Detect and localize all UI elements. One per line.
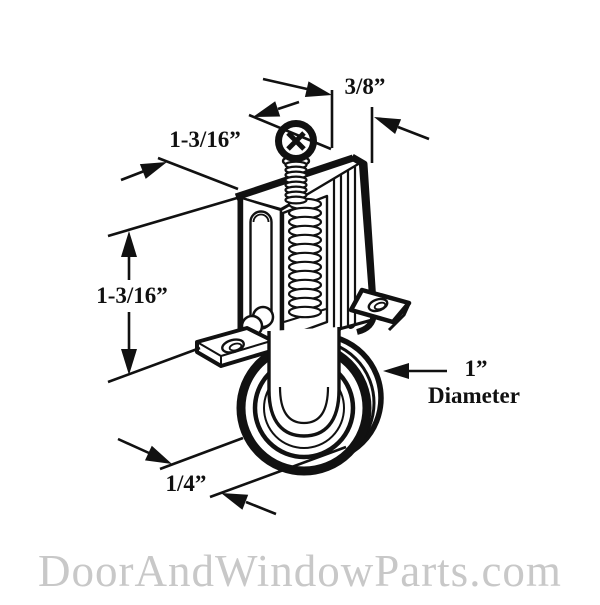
watermark: DoorAndWindowParts.com: [38, 546, 562, 596]
dim-label-top-width: 3/8”: [345, 74, 386, 99]
dimension-housing-depth: 1-3/16”: [120, 100, 332, 191]
fork-outline: [267, 327, 341, 438]
coil-spring: [287, 197, 323, 319]
housing-bracket: [234, 153, 378, 347]
dim-arrow-line: [397, 125, 430, 141]
dim-arrow-line: [277, 100, 300, 111]
extension-line: [209, 445, 347, 499]
dim-label-housing-depth: 1-3/16”: [169, 127, 241, 152]
arrowhead-icon: [383, 363, 409, 379]
flange-hole-countersink: [373, 301, 387, 311]
dimension-top-width: 3/8”: [262, 74, 430, 163]
arrowhead-icon: [304, 81, 332, 97]
guide-slot: [240, 210, 275, 338]
flange-hole-countersink: [228, 342, 243, 352]
dim-label-wheel-diameter-word: Diameter: [428, 383, 520, 408]
dim-label-wheel-width: 1/4”: [166, 471, 207, 496]
dimension-wheel-width: 1/4”: [117, 436, 347, 516]
thread: [284, 195, 308, 205]
spring-coil: [287, 305, 323, 319]
fork-inner-line: [278, 386, 330, 425]
mounting-flange-right: [348, 287, 412, 332]
wheel-fork: [267, 327, 341, 438]
housing-ribs: [332, 167, 357, 333]
extension-line: [159, 436, 244, 471]
dimension-wheel-diameter: 1” Diameter: [383, 356, 520, 408]
arrowhead-icon: [221, 493, 249, 510]
dim-label-wheel-diameter: 1”: [465, 356, 488, 381]
extension-line: [107, 196, 238, 238]
arrowhead-icon: [121, 349, 137, 375]
dim-arrow-line: [120, 170, 144, 182]
slot-inner-arc: [252, 213, 270, 223]
arrowhead-icon: [139, 162, 167, 179]
screw-threads: [284, 160, 308, 205]
dimensions: 3/8” 1-3/16” 1-3/16” 1” Diamet: [96, 74, 520, 516]
extension-line: [157, 156, 239, 191]
mounting-flange-left: [195, 326, 273, 368]
dim-arrow-line: [262, 77, 308, 91]
dim-arrow-line: [117, 437, 150, 455]
dim-label-housing-height: 1-3/16”: [96, 283, 168, 308]
extension-line: [107, 346, 201, 384]
roller-assembly: [195, 120, 412, 476]
arrowhead-icon: [121, 231, 137, 257]
adjustment-screw: [275, 120, 317, 205]
arrowhead-icon: [145, 445, 172, 464]
flange-thickness-edge: [387, 303, 411, 332]
housing-right-edge: [350, 153, 378, 319]
arrowhead-icon: [253, 101, 281, 117]
extension-line: [248, 113, 332, 151]
flange-edges: [196, 340, 272, 366]
dimension-housing-height: 1-3/16”: [96, 196, 238, 384]
dim-arrow-line: [245, 500, 277, 516]
arrowhead-icon: [374, 117, 402, 134]
